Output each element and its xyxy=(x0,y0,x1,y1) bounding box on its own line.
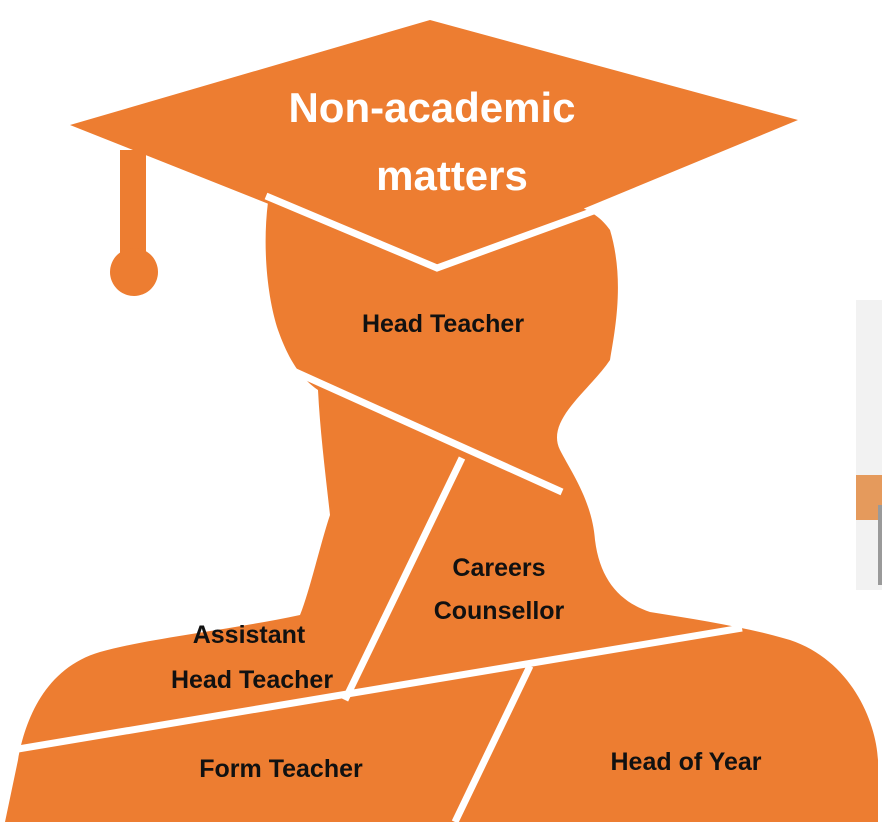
tassel-icon xyxy=(110,150,158,296)
segment-dividers xyxy=(0,192,743,822)
label-head-of-year: Head of Year xyxy=(610,748,761,776)
label-assistant-head-teacher-line-2: Head Teacher xyxy=(171,666,333,694)
label-head-teacher: Head Teacher xyxy=(362,310,524,338)
cap-title-line-1: Non-academic xyxy=(288,84,575,131)
edge-photo xyxy=(856,300,882,590)
mortarboard-icon xyxy=(70,20,798,270)
cap-title-line-2: matters xyxy=(376,152,528,199)
label-careers-counsellor-line-2: Counsellor xyxy=(434,597,565,625)
label-careers-counsellor-line-1: Careers xyxy=(452,554,545,582)
label-assistant-head-teacher-line-1: Assistant xyxy=(193,621,306,649)
label-form-teacher: Form Teacher xyxy=(199,755,363,783)
